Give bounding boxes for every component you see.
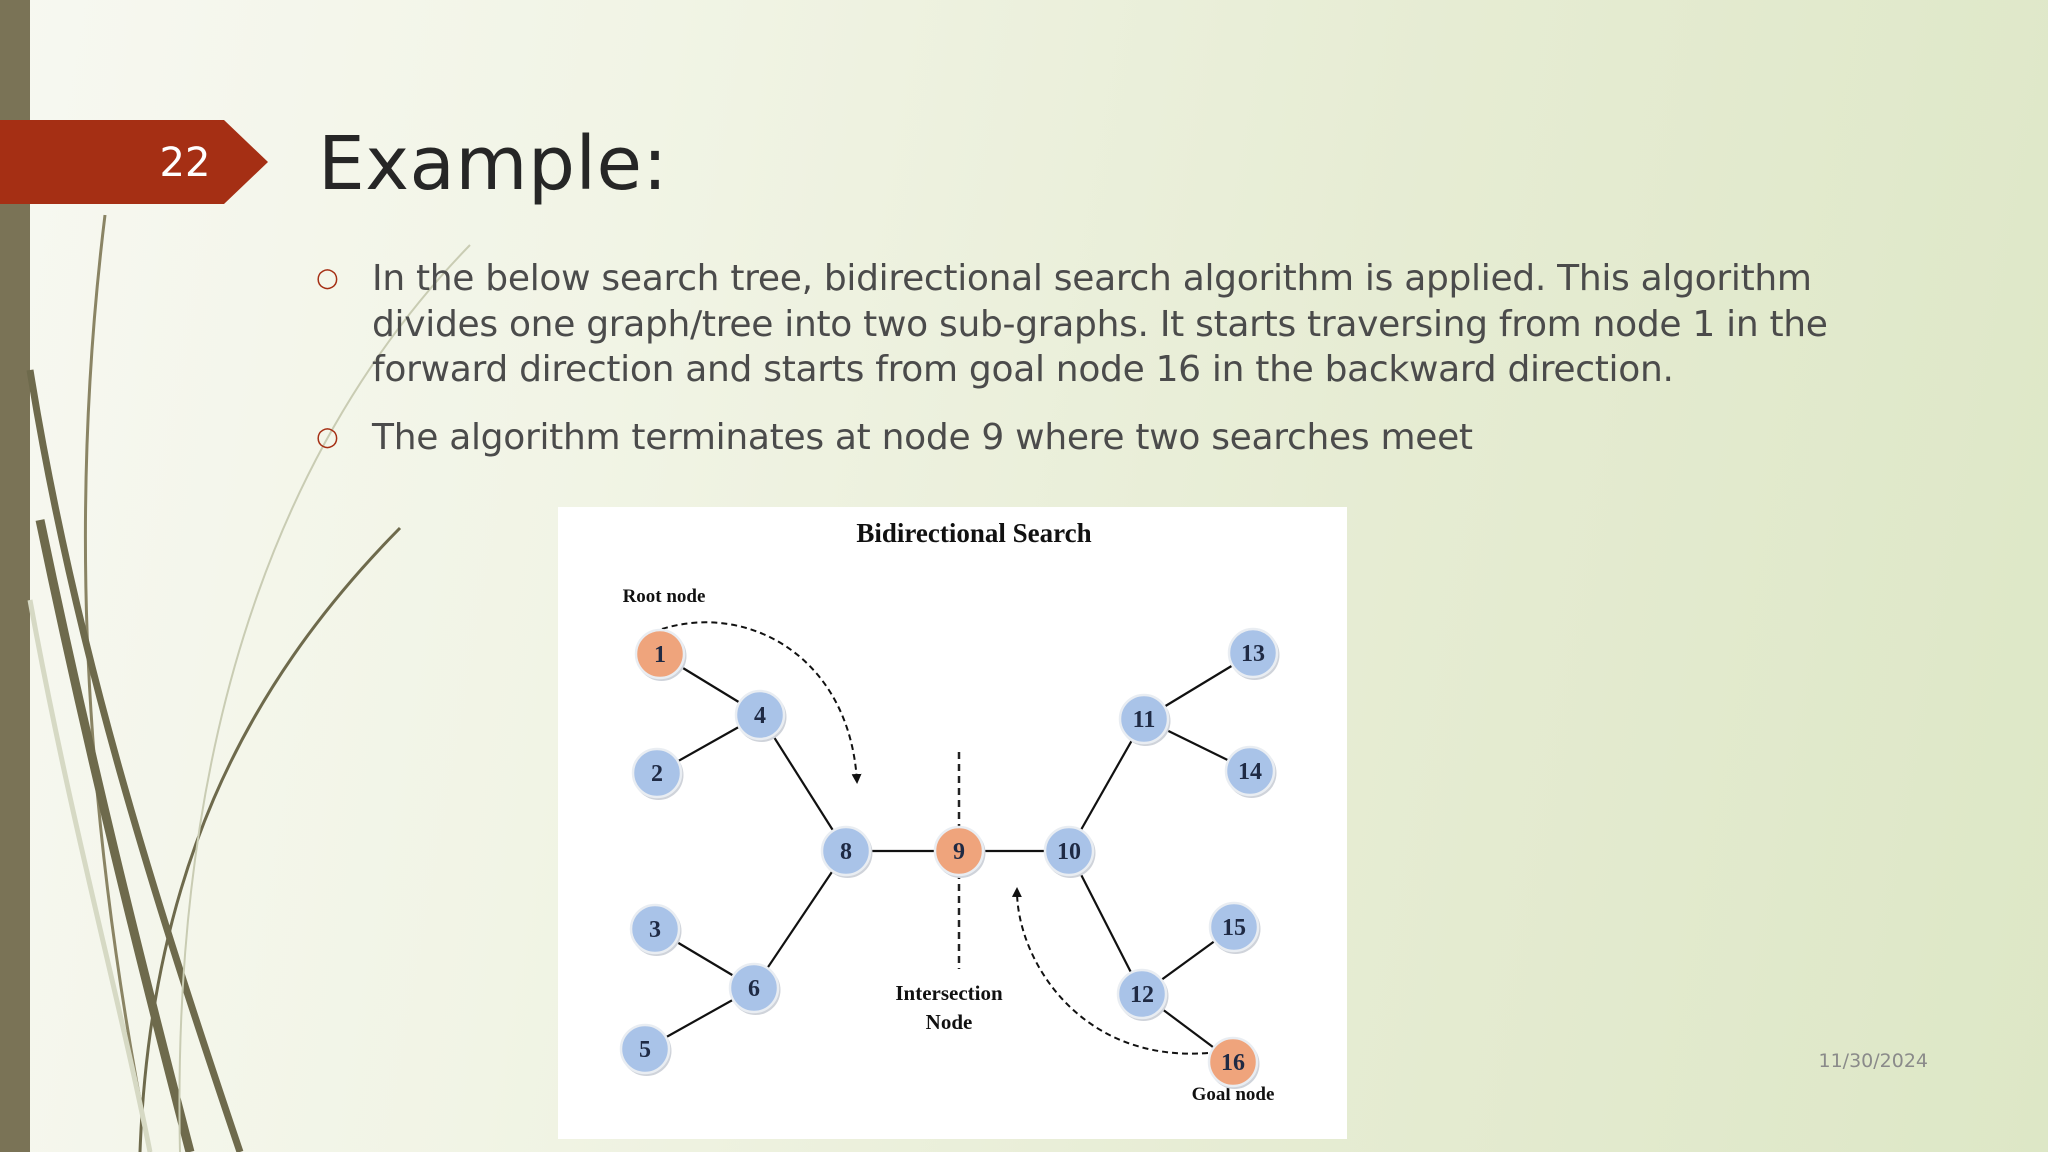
tree-node-15: 15 bbox=[1208, 901, 1261, 954]
bullet-text: The algorithm terminates at node 9 where… bbox=[372, 417, 1473, 458]
tree-node-label: 15 bbox=[1222, 915, 1246, 941]
bidirectional-search-figure: Bidirectional Search Root node Goal node… bbox=[558, 507, 1347, 1139]
tree-node-12: 12 bbox=[1116, 968, 1169, 1021]
bullet-text: In the below search tree, bidirectional … bbox=[372, 258, 1828, 390]
tree-node-label: 5 bbox=[639, 1037, 651, 1063]
tree-node-11: 11 bbox=[1118, 693, 1171, 746]
tree-node-8: 8 bbox=[820, 825, 873, 878]
root-node-label: Root node bbox=[623, 586, 706, 607]
slide-title: Example: bbox=[318, 121, 668, 207]
tree-node-4: 4 bbox=[734, 689, 787, 742]
slide-number: 22 bbox=[159, 140, 211, 186]
tree-node-13: 13 bbox=[1227, 627, 1280, 680]
forward-search-arrow bbox=[661, 621, 862, 784]
tree-node-3: 3 bbox=[629, 903, 682, 956]
tree-node-label: 11 bbox=[1133, 707, 1156, 733]
backward-search-arrow bbox=[1011, 887, 1209, 1055]
tree-node-label: 8 bbox=[840, 839, 852, 865]
bullet-item: ○ In the below search tree, bidirectiona… bbox=[316, 256, 1916, 393]
tree-node-label: 13 bbox=[1241, 641, 1265, 667]
tree-node-label: 12 bbox=[1130, 982, 1154, 1008]
decorative-grass-strokes bbox=[26, 214, 471, 1152]
hollow-circle-bullet-icon: ○ bbox=[316, 422, 339, 452]
slide-number-badge bbox=[0, 120, 268, 204]
tree-node-1: 1 bbox=[634, 628, 687, 681]
tree-node-label: 6 bbox=[748, 976, 760, 1002]
tree-node-label: 16 bbox=[1221, 1050, 1245, 1076]
tree-node-label: 9 bbox=[953, 839, 965, 865]
tree-node-10: 10 bbox=[1043, 825, 1096, 878]
goal-node-label: Goal node bbox=[1192, 1084, 1275, 1105]
tree-node-label: 1 bbox=[654, 642, 666, 668]
tree-node-label: 2 bbox=[651, 761, 663, 787]
tree-node-label: 10 bbox=[1057, 839, 1081, 865]
tree-node-9: 9 bbox=[933, 825, 986, 878]
tree-node-16: 16 bbox=[1207, 1036, 1260, 1089]
tree-node-5: 5 bbox=[619, 1023, 672, 1076]
search-tree-diagram: Bidirectional Search Root node Goal node… bbox=[619, 518, 1280, 1105]
tree-edge-6-8 bbox=[753, 850, 847, 989]
tree-node-6: 6 bbox=[728, 962, 781, 1015]
hollow-circle-bullet-icon: ○ bbox=[316, 263, 339, 293]
tree-node-2: 2 bbox=[631, 747, 684, 800]
tree-node-label: 3 bbox=[649, 917, 661, 943]
tree-node-label: 4 bbox=[754, 703, 766, 729]
intersection-label: Intersection bbox=[895, 981, 1003, 1005]
bullet-item: ○ The algorithm terminates at node 9 whe… bbox=[316, 415, 1916, 461]
intersection-label: Node bbox=[926, 1010, 973, 1034]
tree-node-label: 14 bbox=[1238, 759, 1262, 785]
diagram-title: Bidirectional Search bbox=[856, 518, 1091, 548]
tree-node-14: 14 bbox=[1224, 745, 1277, 798]
slide-date: 11/30/2024 bbox=[1818, 1050, 1928, 1072]
